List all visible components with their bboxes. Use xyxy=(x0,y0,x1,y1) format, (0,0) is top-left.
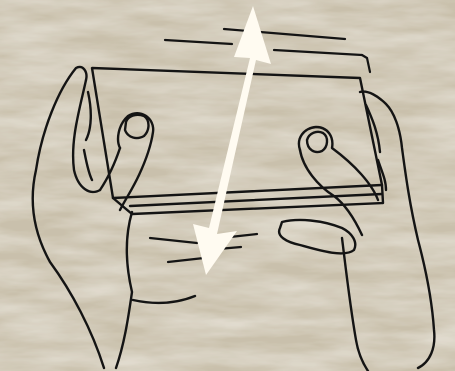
illustration-svg xyxy=(0,0,455,371)
illustration-canvas xyxy=(0,0,455,371)
